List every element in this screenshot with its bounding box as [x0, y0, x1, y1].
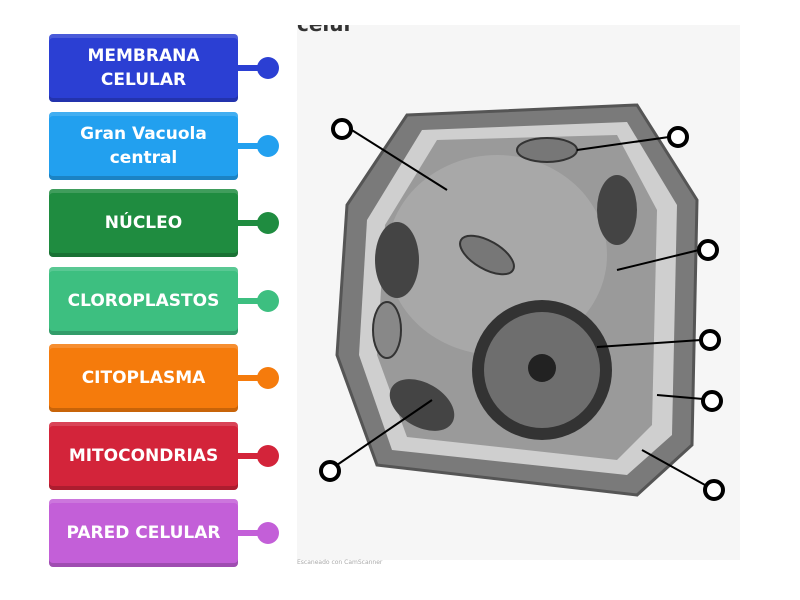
drag-handle-dot[interactable]	[257, 289, 279, 312]
connector-line	[238, 530, 262, 536]
drop-target-6[interactable]	[319, 460, 341, 482]
drop-target-4[interactable]	[699, 329, 721, 351]
label-card[interactable]: Gran Vacuola central	[49, 111, 238, 180]
drop-target-5[interactable]	[701, 390, 723, 412]
drop-target-1[interactable]	[331, 118, 353, 140]
drag-handle-dot[interactable]	[257, 444, 279, 467]
drag-handle-dot[interactable]	[257, 212, 279, 234]
scan-caption: Escaneado con CamScanner	[297, 559, 383, 566]
label-text: CITOPLASMA	[81, 368, 206, 388]
drag-handle-dot[interactable]	[257, 522, 279, 544]
connector-line	[238, 142, 262, 149]
label-text: MEMBRANA CELULAR	[87, 46, 200, 90]
drag-handle-dot[interactable]	[257, 367, 279, 389]
drop-target-3[interactable]	[697, 239, 719, 261]
drag-handle-dot[interactable]	[257, 134, 279, 157]
label-text: PARED CELULAR	[66, 523, 221, 543]
label-text: CLOROPLASTOS	[67, 290, 220, 311]
label-text: NÚCLEO	[104, 213, 183, 233]
label-card[interactable]: MEMBRANA CELULAR	[49, 34, 238, 102]
connector-line	[238, 65, 262, 71]
label-text: Gran Vacuola central	[80, 123, 207, 168]
connector-line	[238, 297, 262, 304]
connector-line	[238, 452, 262, 459]
plant-cell-diagram-image: celul	[297, 25, 740, 560]
label-card[interactable]: NÚCLEO	[49, 189, 238, 257]
label-card[interactable]: CITOPLASMA	[49, 344, 238, 412]
connector-line	[238, 220, 262, 226]
label-card[interactable]: MITOCONDRIAS	[49, 421, 238, 490]
drag-handle-dot[interactable]	[257, 57, 279, 79]
connector-line	[238, 375, 262, 381]
label-card[interactable]: CLOROPLASTOS	[49, 266, 238, 335]
drop-target-2[interactable]	[667, 126, 689, 148]
label-card[interactable]: PARED CELULAR	[49, 499, 238, 567]
drop-target-7[interactable]	[703, 479, 725, 501]
partial-title: celul	[297, 25, 350, 36]
label-text: MITOCONDRIAS	[68, 445, 219, 466]
